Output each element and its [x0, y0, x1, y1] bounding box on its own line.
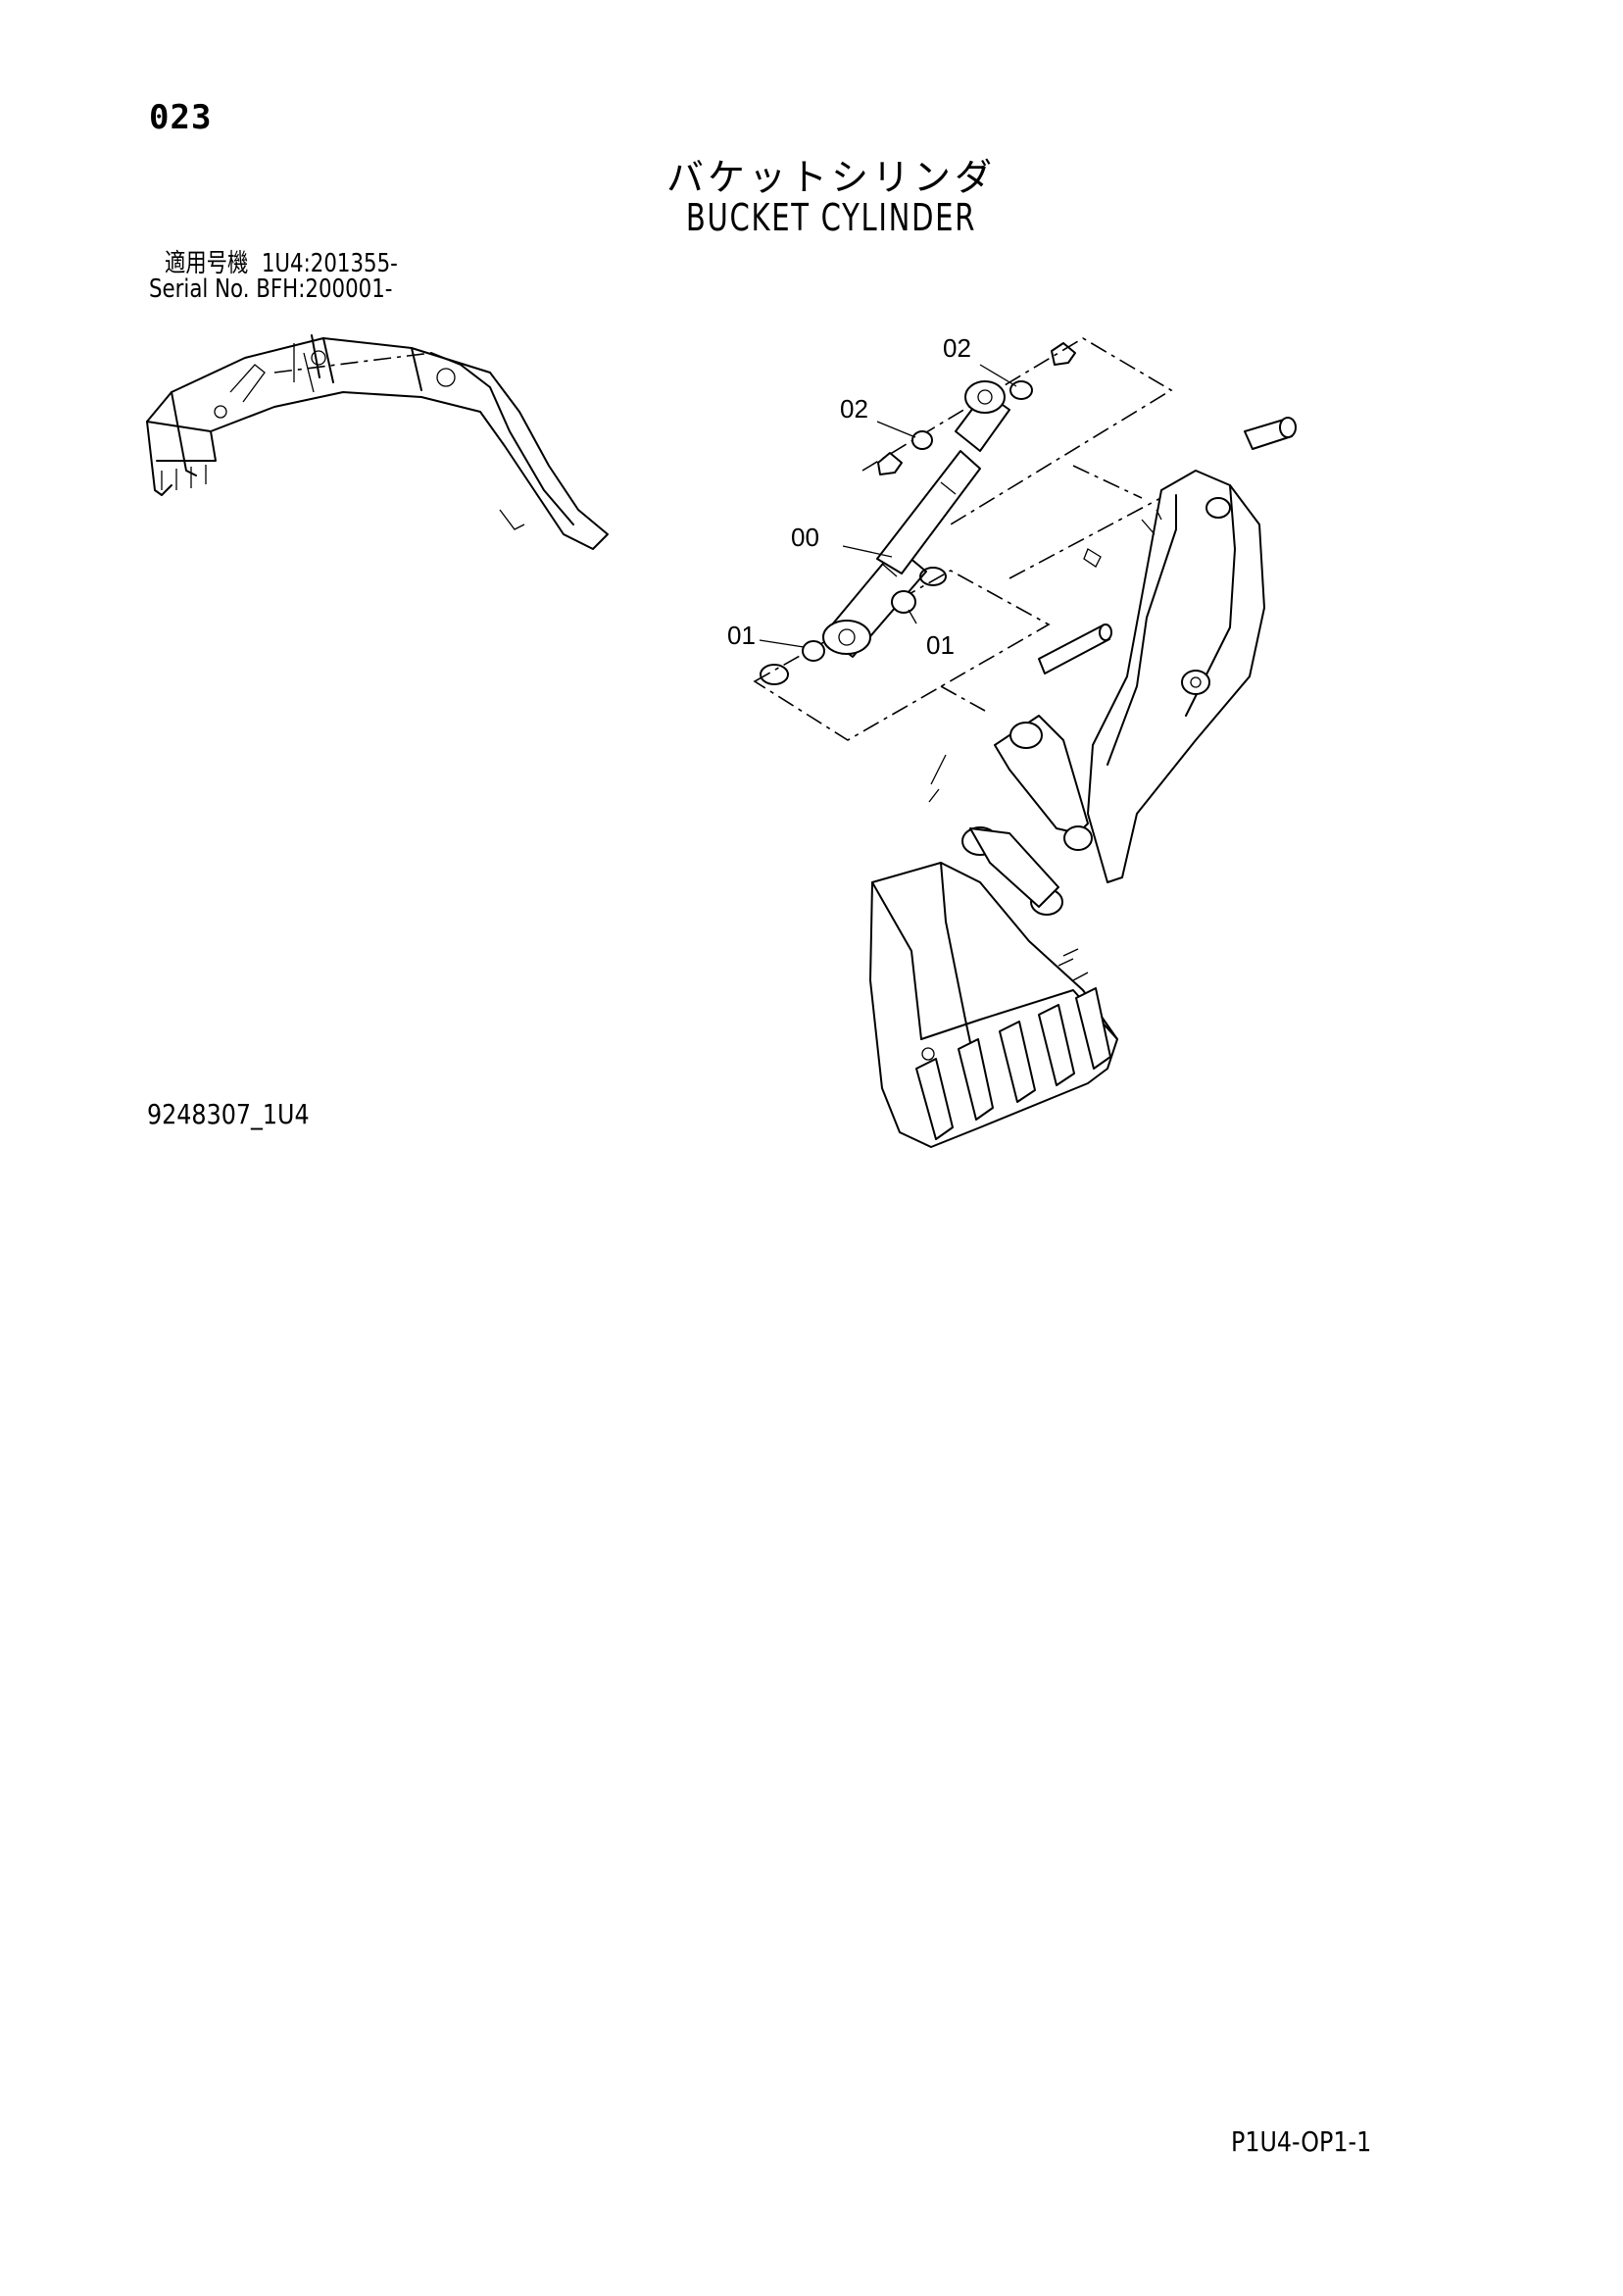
- serial-range-1: 1U4:201355-: [261, 249, 398, 278]
- callout-label: 01: [926, 630, 955, 660]
- arm-bucket-assembly: [869, 417, 1297, 1148]
- serial-row-en: Serial No. BFH:200001-: [149, 276, 392, 302]
- serial-label-jp: 適用号機: [165, 249, 249, 278]
- page-number: 023: [149, 98, 213, 137]
- callout-label: 02: [840, 394, 868, 424]
- cylinder-exploded-view: [753, 337, 1173, 741]
- callout-label: 02: [943, 333, 971, 363]
- serial-range-2: BFH:200001-: [256, 275, 393, 304]
- overview-thumbnail: [146, 334, 609, 550]
- serial-row-jp: 適用号機 1U4:201355-: [165, 251, 398, 276]
- serial-label-en: Serial No.: [149, 275, 250, 304]
- callout-label: 01: [727, 621, 756, 650]
- title-japanese: バケットシリンダ: [665, 156, 996, 199]
- callout-label: 00: [791, 523, 819, 552]
- page-code: P1U4-OP1-1: [1231, 2125, 1372, 2158]
- drawing-code: 9248307_1U4: [147, 1098, 310, 1130]
- title-english: BUCKET CYLINDER: [685, 196, 977, 239]
